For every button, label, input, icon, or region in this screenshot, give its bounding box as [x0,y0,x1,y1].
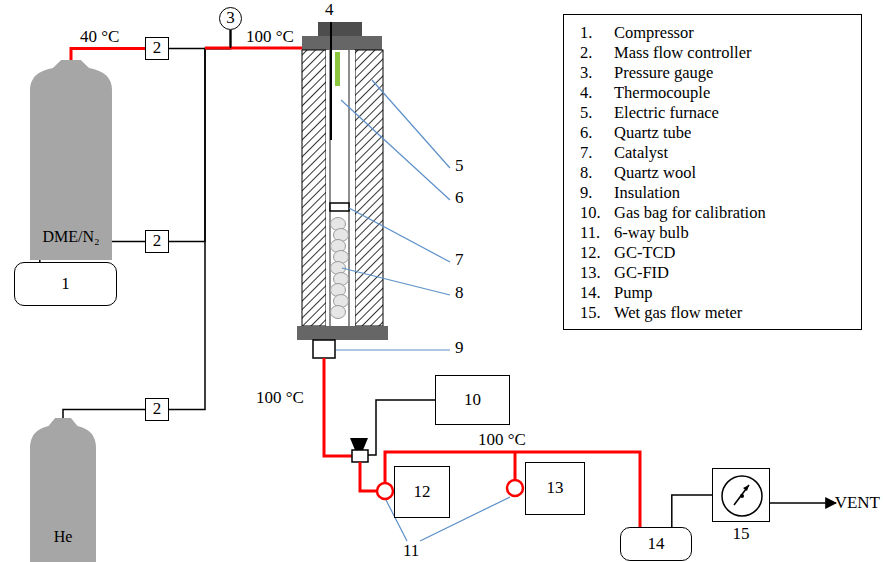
key-entry: 3. Pressure gauge [580,63,845,83]
callout-number: 2 [153,400,162,419]
temperature-label: 100 °C [246,27,294,47]
flow-gauge-symbol [713,469,771,523]
thermocouple [330,22,332,140]
key-entry: 4. Thermocouple [580,83,845,103]
mass-flow-controller: 2 [145,37,169,60]
compressor-box: 1 [14,262,117,306]
key-entry: 7. Catalyst [580,143,845,163]
gc-fid-box: 13 [525,462,585,515]
gas-line [169,30,231,242]
key-entry: 11. 6-way bulb [580,223,845,243]
key-entry: 12. GC-TCD [580,243,845,263]
gc-tcd-box: 12 [394,466,450,518]
quartz-tube [348,50,349,326]
pressure-gauge: 3 [219,7,242,30]
heated-line [385,452,640,527]
valve-handle [350,438,368,450]
gas-cylinder: He [30,418,96,562]
callout-number: 7 [455,250,464,270]
callout-number: 1 [61,275,70,294]
gas-name: He [30,528,96,546]
pump-box: 14 [620,527,692,561]
callout-number: 3 [226,9,235,28]
vent-arrow [770,502,836,504]
callout-number: 8 [455,283,464,303]
mass-flow-controller: 2 [145,398,169,421]
electric-furnace [297,22,388,340]
drawing-part [331,306,346,319]
heated-line [205,47,304,50]
key-entry: 2. Mass flow controller [580,43,845,63]
gas-bag-box: 10 [435,375,510,425]
key-entry: 13. GC-FID [580,263,845,283]
gas-line [169,30,231,49]
flow-meter-box: 15 [712,468,770,522]
drawing-part [341,100,450,200]
gas-name: DME/N₂ [30,228,112,246]
key-entry: 14. Pump [580,283,845,303]
callout-number: 13 [547,479,564,498]
callout-number: 10 [464,391,481,410]
drawing-part [349,208,450,262]
callout-number: 4 [325,0,334,20]
drawing-part [318,22,362,37]
callout-number: 6 [455,188,464,208]
key-entry: 15. Wet gas flow meter [580,303,845,323]
vent-label: VENT [835,493,880,513]
six-way-valve [507,480,523,496]
callout-number: 15 [713,525,769,544]
callout-number: 5 [455,156,464,176]
gas-line [169,30,231,410]
six-way-valve [377,483,393,499]
key-entry: 5. Electric furnace [580,103,845,123]
callout-number: 9 [455,338,464,358]
key-entry: 8. Quartz wool [580,163,845,183]
gas-line [672,495,712,527]
key-entry: 9. Insulation [580,183,845,203]
thermocouple-tip [335,52,340,86]
callout-number: 11 [403,541,419,561]
temperature-label: 100 °C [478,430,526,450]
insulation-box [313,340,335,358]
mass-flow-controller: 2 [145,230,169,253]
drawing-part [355,50,383,326]
heated-line [71,49,145,61]
key-box: 1. Compressor2. Mass flow controller3. P… [563,14,862,330]
catalyst-bed [330,203,349,211]
drawing-part [302,50,326,326]
heated-line [324,358,352,456]
gas-line [63,410,145,419]
callout-number: 12 [414,483,431,502]
key-entry: 1. Compressor [580,23,845,43]
temperature-label: 40 °C [80,27,119,47]
gas-cylinder: DME/N₂ [30,60,112,260]
valve [352,450,368,462]
drawing-part [297,326,388,340]
leader-lines [336,80,510,541]
drawing-part [372,80,450,168]
drawing-part [336,349,450,350]
callout-number: 2 [153,232,162,251]
key-entry: 6. Quartz tube [580,123,845,143]
temperature-label: 100 °C [256,388,304,408]
gauge-stem [230,30,232,48]
callout-number: 14 [648,535,665,554]
key-entry: 10. Gas bag for calibration [580,203,845,223]
callout-number: 2 [153,39,162,58]
drawing-part [342,268,450,295]
gas-line [368,400,435,455]
drawing-part [302,36,382,50]
quartz-wool [331,218,349,319]
heated-line [514,452,517,480]
heated-line [360,462,377,491]
